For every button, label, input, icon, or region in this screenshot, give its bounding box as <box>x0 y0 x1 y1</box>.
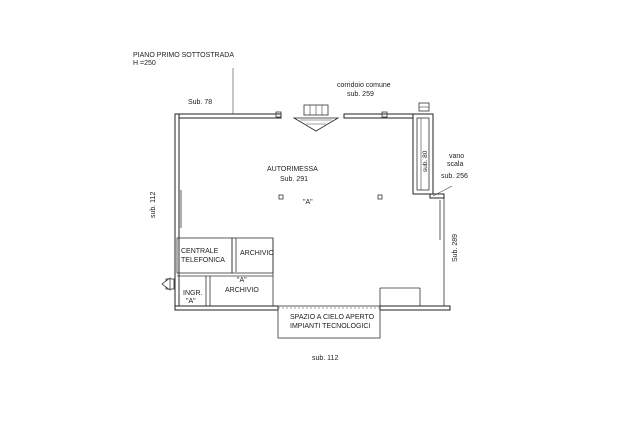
fixture-top-right <box>381 111 388 118</box>
floor-height: H =250 <box>133 60 156 67</box>
fixture-top-left <box>275 111 282 118</box>
open-space-box <box>277 305 381 339</box>
stair-door-mark <box>432 185 453 197</box>
room-autorimessa-mark: "A" <box>303 199 313 206</box>
wall-top-right <box>343 113 419 119</box>
label-sub112-bottom: sub. 112 <box>312 355 338 362</box>
label-vano-1: vano <box>449 153 464 160</box>
label-corridor-sub: sub. 259 <box>347 91 374 98</box>
room-archivio-mark: "A" <box>237 277 247 284</box>
label-sub289: Sub. 289 <box>452 234 459 262</box>
room-archivio-bottom-label: ARCHIVIO <box>225 287 259 294</box>
pillar-2 <box>377 194 383 200</box>
wall-bottom-left <box>174 305 279 311</box>
label-sub78: Sub. 78 <box>188 99 212 106</box>
label-sub80: sub. 80 <box>422 150 429 172</box>
open-space-label-2: IMPIANTI TECNOLOGICI <box>290 323 370 330</box>
entrance-arrow-icon <box>292 117 340 132</box>
stair-shaft <box>412 113 434 195</box>
open-space-label-1: SPAZIO A CIELO APERTO <box>290 314 375 321</box>
side-entrance-arrow-icon <box>161 277 171 291</box>
pillar-1 <box>278 194 284 200</box>
label-vano-2: scala <box>447 161 463 168</box>
room-autorimessa-name: AUTORIMESSA <box>267 166 318 173</box>
room-centrale-label-1: CENTRALE <box>181 248 219 255</box>
label-corridor: corridoio comune <box>337 82 391 89</box>
room-archivio-top-label: ARCHIVIO <box>240 250 274 257</box>
room-centrale <box>176 237 233 274</box>
room-autorimessa-sub: Sub. 291 <box>280 176 308 183</box>
wall-top-left <box>174 113 282 119</box>
wall-left <box>174 113 180 311</box>
floor-title: PIANO PRIMO SOTTOSTRADA <box>133 52 234 59</box>
stair-shaft-inner <box>416 117 430 191</box>
wall-bottom-right <box>379 305 451 311</box>
wall-right-step <box>429 193 445 199</box>
room-ingr-mark: "A" <box>186 298 196 305</box>
label-sub112-left: sub. 112 <box>150 192 157 218</box>
room-centrale-label-2: TELEFONICA <box>181 257 225 264</box>
label-sub256: sub. 256 <box>441 173 468 180</box>
room-ingr-label: INGR. <box>183 290 203 297</box>
